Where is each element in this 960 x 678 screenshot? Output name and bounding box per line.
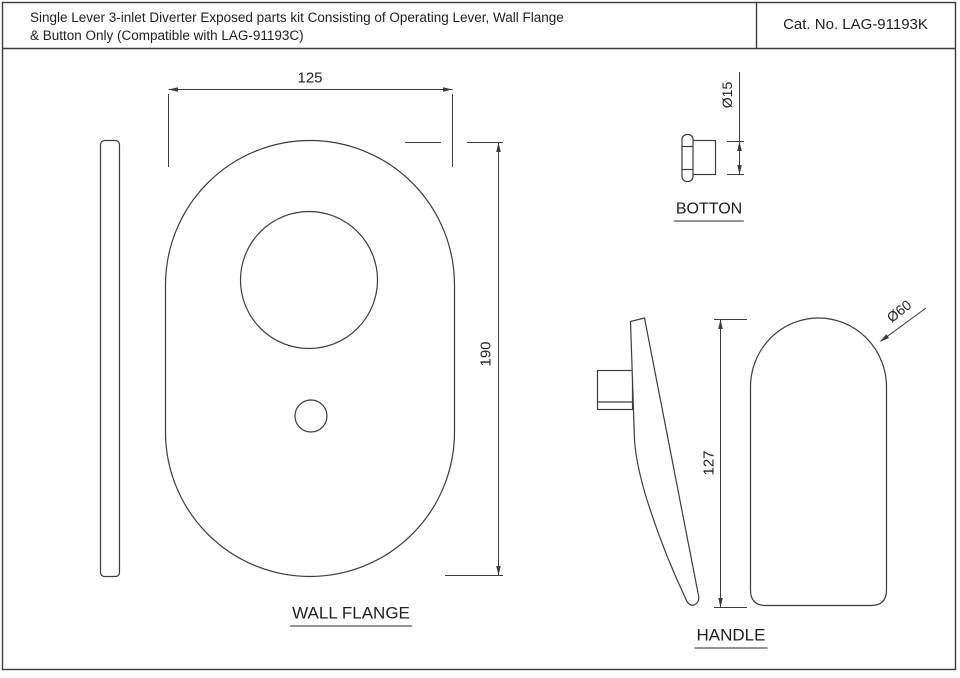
- dimension-125: [168, 87, 453, 167]
- arrow-up-icon: [737, 141, 742, 151]
- wall-flange-cartridge-hole: [239, 210, 379, 350]
- wall-flange-front-view: [164, 139, 456, 578]
- button-body: [691, 139, 717, 176]
- dim-text-width-125: 125: [297, 69, 323, 87]
- handle-boss: [596, 369, 634, 411]
- button-label: BOTTON: [673, 201, 745, 222]
- dimension-diameter-60-leader: [879, 307, 927, 342]
- handle-lever-side-view: [629, 317, 700, 606]
- arrow-up-icon: [718, 319, 723, 329]
- catalog-number: Cat. No. LAG-91193K: [783, 16, 928, 33]
- title-description-line-2: & Button Only (Compatible with LAG-91193…: [30, 28, 304, 43]
- wall-flange-label: WALL FLANGE: [290, 604, 412, 627]
- handle-label: HANDLE: [694, 626, 768, 649]
- arrow-down-left-icon: [879, 334, 889, 342]
- dimension-127: [714, 319, 747, 608]
- dim-text-length-127: 127: [700, 450, 718, 476]
- dim-text-diameter-15: Ø15: [719, 81, 735, 109]
- dimension-190: [405, 142, 503, 576]
- dim-text-height-190: 190: [477, 341, 495, 367]
- button-face: [681, 133, 694, 183]
- wall-flange-side-view: [99, 139, 121, 578]
- arrow-left-icon: [168, 87, 178, 92]
- arrow-down-icon: [718, 598, 723, 608]
- arrow-up-icon: [496, 142, 501, 152]
- handle-front-view: [749, 317, 888, 607]
- dimension-diameter-15: [727, 72, 744, 175]
- arrow-down-icon: [737, 165, 742, 175]
- arrow-down-icon: [496, 566, 501, 576]
- wall-flange-button-hole: [294, 399, 328, 433]
- title-description-line-1: Single Lever 3-inlet Diverter Exposed pa…: [30, 10, 564, 25]
- arrow-right-icon: [443, 87, 453, 92]
